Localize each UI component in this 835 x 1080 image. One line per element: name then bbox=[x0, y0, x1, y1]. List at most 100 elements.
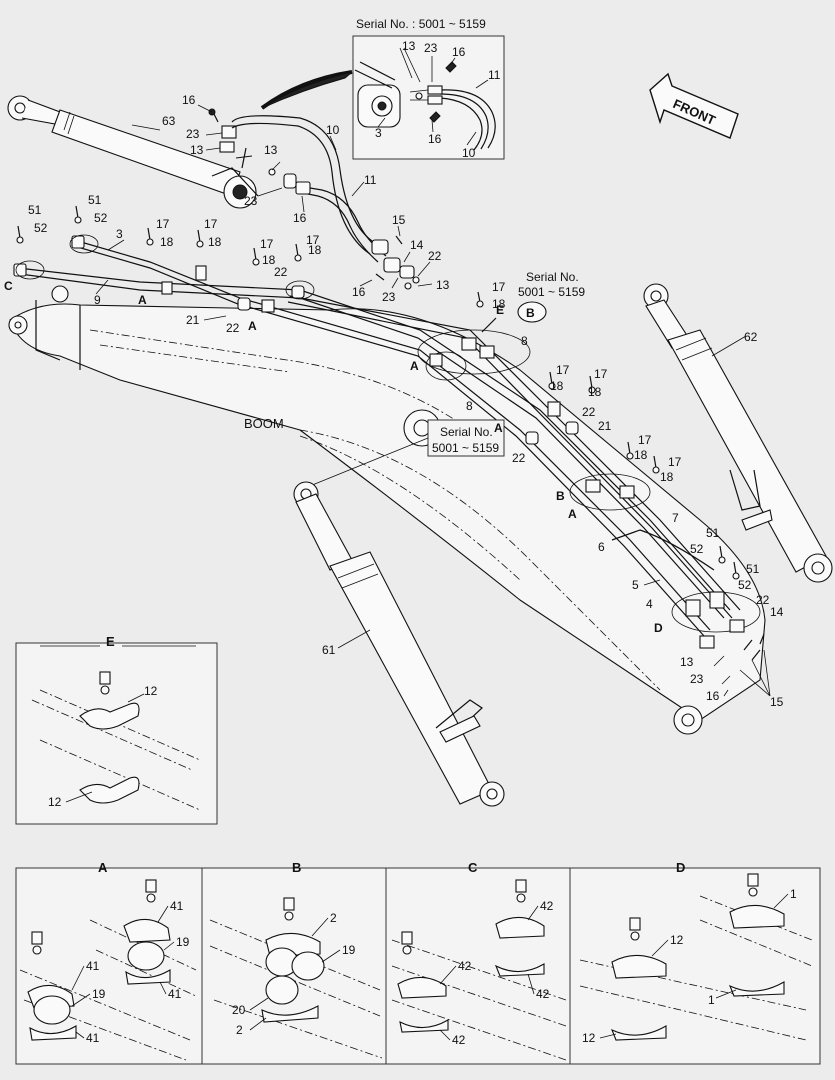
callout-17i: 17 bbox=[668, 455, 682, 469]
marker-C: C bbox=[4, 279, 13, 293]
callout-11: 11 bbox=[488, 68, 501, 82]
serial-mid-box: Serial No. 5001 ~ 5159 A bbox=[299, 419, 505, 491]
callout-13d: 13 bbox=[436, 278, 450, 292]
callout-6: 6 bbox=[598, 540, 605, 554]
callout-8b: 8 bbox=[466, 399, 473, 413]
callout-23b: 23 bbox=[186, 127, 200, 141]
detail-B-2a: 2 bbox=[330, 911, 337, 925]
callout-62: 62 bbox=[744, 330, 758, 344]
callout-10: 10 bbox=[462, 146, 476, 160]
bucket-cylinder-61: 61 bbox=[293, 481, 505, 807]
callout-17h: 17 bbox=[638, 433, 652, 447]
detail-A-41c: 41 bbox=[86, 959, 100, 973]
callout-52b: 52 bbox=[94, 211, 108, 225]
detail-B: 2 19 20 2 bbox=[209, 897, 383, 1059]
callout-16d: 16 bbox=[293, 211, 307, 225]
callout-17c: 17 bbox=[260, 237, 274, 251]
callout-13b: 13 bbox=[190, 143, 204, 157]
serial-mid-line2: 5001 ~ 5159 bbox=[518, 285, 585, 299]
callout-3: 3 bbox=[375, 126, 382, 140]
detail-C-42d: 42 bbox=[452, 1033, 466, 1047]
callout-11b: 11 bbox=[364, 173, 377, 187]
detail-A-title: A bbox=[98, 860, 108, 875]
callout-17d: 17 bbox=[306, 233, 320, 247]
callout-8a: 8 bbox=[521, 334, 528, 348]
callout-17g: 17 bbox=[594, 367, 608, 381]
detail-B-title: B bbox=[292, 860, 301, 875]
callout-16c: 16 bbox=[182, 93, 196, 107]
detail-C-42c: 42 bbox=[458, 959, 472, 973]
callout-63: 63 bbox=[162, 114, 176, 128]
callout-15b: 15 bbox=[770, 695, 784, 709]
callout-5: 5 bbox=[632, 578, 639, 592]
serial-box-line1: Serial No. bbox=[440, 425, 493, 439]
callout-18g: 18 bbox=[588, 385, 602, 399]
serial-mid-area: Serial No. 5001 ~ 5159 B E 17 18 8 8 bbox=[417, 270, 585, 413]
marker-D: D bbox=[654, 621, 663, 635]
serial-detail-box: Serial No. : 5001 ~ 5159 13 23 16 11 3 1… bbox=[352, 17, 505, 160]
callout-17b: 17 bbox=[204, 217, 218, 231]
callout-52a: 52 bbox=[34, 221, 48, 235]
callout-22e: 22 bbox=[756, 593, 770, 607]
callout-21b: 21 bbox=[598, 419, 612, 433]
detail-C-title: C bbox=[468, 860, 478, 875]
callout-22d: 22 bbox=[512, 451, 526, 465]
callout-22b: 22 bbox=[226, 321, 240, 335]
callout-23c: 23 bbox=[244, 194, 258, 208]
callout-7: 7 bbox=[672, 511, 679, 525]
front-arrow: FRONT bbox=[649, 72, 739, 139]
callout-51c: 51 bbox=[706, 526, 720, 540]
callout-17a: 17 bbox=[156, 217, 170, 231]
callout-18d: 18 bbox=[308, 243, 322, 257]
marker-B-circle: B bbox=[526, 306, 535, 320]
detail-A-19a: 19 bbox=[176, 935, 190, 949]
detail-A-19b: 19 bbox=[92, 987, 106, 1001]
detail-C-42a: 42 bbox=[540, 899, 554, 913]
callout-13e: 13 bbox=[680, 655, 694, 669]
callout-10b: 10 bbox=[326, 123, 340, 137]
right-middle-fittings: 17 18 17 18 22 21 22 17 18 17 18 B A 7 6… bbox=[512, 363, 715, 611]
arm-cylinder-62: 62 bbox=[643, 283, 833, 583]
callout-13c: 13 bbox=[264, 143, 278, 157]
detail-strip: A B C D bbox=[15, 860, 821, 1065]
callout-21a: 21 bbox=[186, 313, 200, 327]
callout-22: 22 bbox=[428, 249, 442, 263]
callout-23e: 23 bbox=[690, 672, 704, 686]
detail-E: E 12 12 bbox=[15, 634, 218, 825]
callout-18b: 18 bbox=[208, 235, 222, 249]
detail-E-callout-12a: 12 bbox=[144, 684, 158, 698]
callout-18i: 18 bbox=[660, 470, 674, 484]
callout-51d: 51 bbox=[746, 562, 760, 576]
callout-16: 16 bbox=[452, 45, 466, 59]
callout-22c: 22 bbox=[582, 405, 596, 419]
callout-23: 23 bbox=[424, 41, 438, 55]
callout-61: 61 bbox=[322, 643, 336, 657]
detail-C: 42 42 42 42 bbox=[391, 879, 567, 1061]
callout-18h: 18 bbox=[634, 448, 648, 462]
marker-A5: A bbox=[568, 507, 577, 521]
callout-18a: 18 bbox=[160, 235, 174, 249]
cylinder-fittings: 16 23 13 bbox=[182, 93, 253, 169]
detail-B-2b: 2 bbox=[236, 1023, 243, 1037]
pipes-3-9: 3 9 C A A A bbox=[4, 227, 741, 637]
detail-A: 41 19 41 41 19 41 bbox=[19, 879, 197, 1061]
detail-E-callout-12b: 12 bbox=[48, 795, 62, 809]
callout-9: 9 bbox=[94, 293, 101, 307]
callout-52c: 52 bbox=[690, 542, 704, 556]
callout-17f: 17 bbox=[556, 363, 570, 377]
callout-22a: 22 bbox=[274, 265, 288, 279]
detail-D-1b: 1 bbox=[708, 993, 715, 1007]
lower-right-fittings: 51 52 51 52 D 22 14 13 23 16 15 bbox=[654, 526, 784, 709]
detail-B-20: 20 bbox=[232, 1003, 246, 1017]
detail-E-title: E bbox=[106, 634, 115, 649]
boom-label: BOOM bbox=[244, 416, 284, 431]
boom-cylinder-63: 63 bbox=[7, 95, 259, 209]
serial-box-line2: 5001 ~ 5159 bbox=[432, 441, 499, 455]
callout-17e: 17 bbox=[492, 280, 506, 294]
callout-14: 14 bbox=[410, 238, 424, 252]
callout-4: 4 bbox=[646, 597, 653, 611]
callout-3b: 3 bbox=[116, 227, 123, 241]
detail-D-1a: 1 bbox=[790, 887, 797, 901]
marker-E: E bbox=[496, 303, 504, 317]
